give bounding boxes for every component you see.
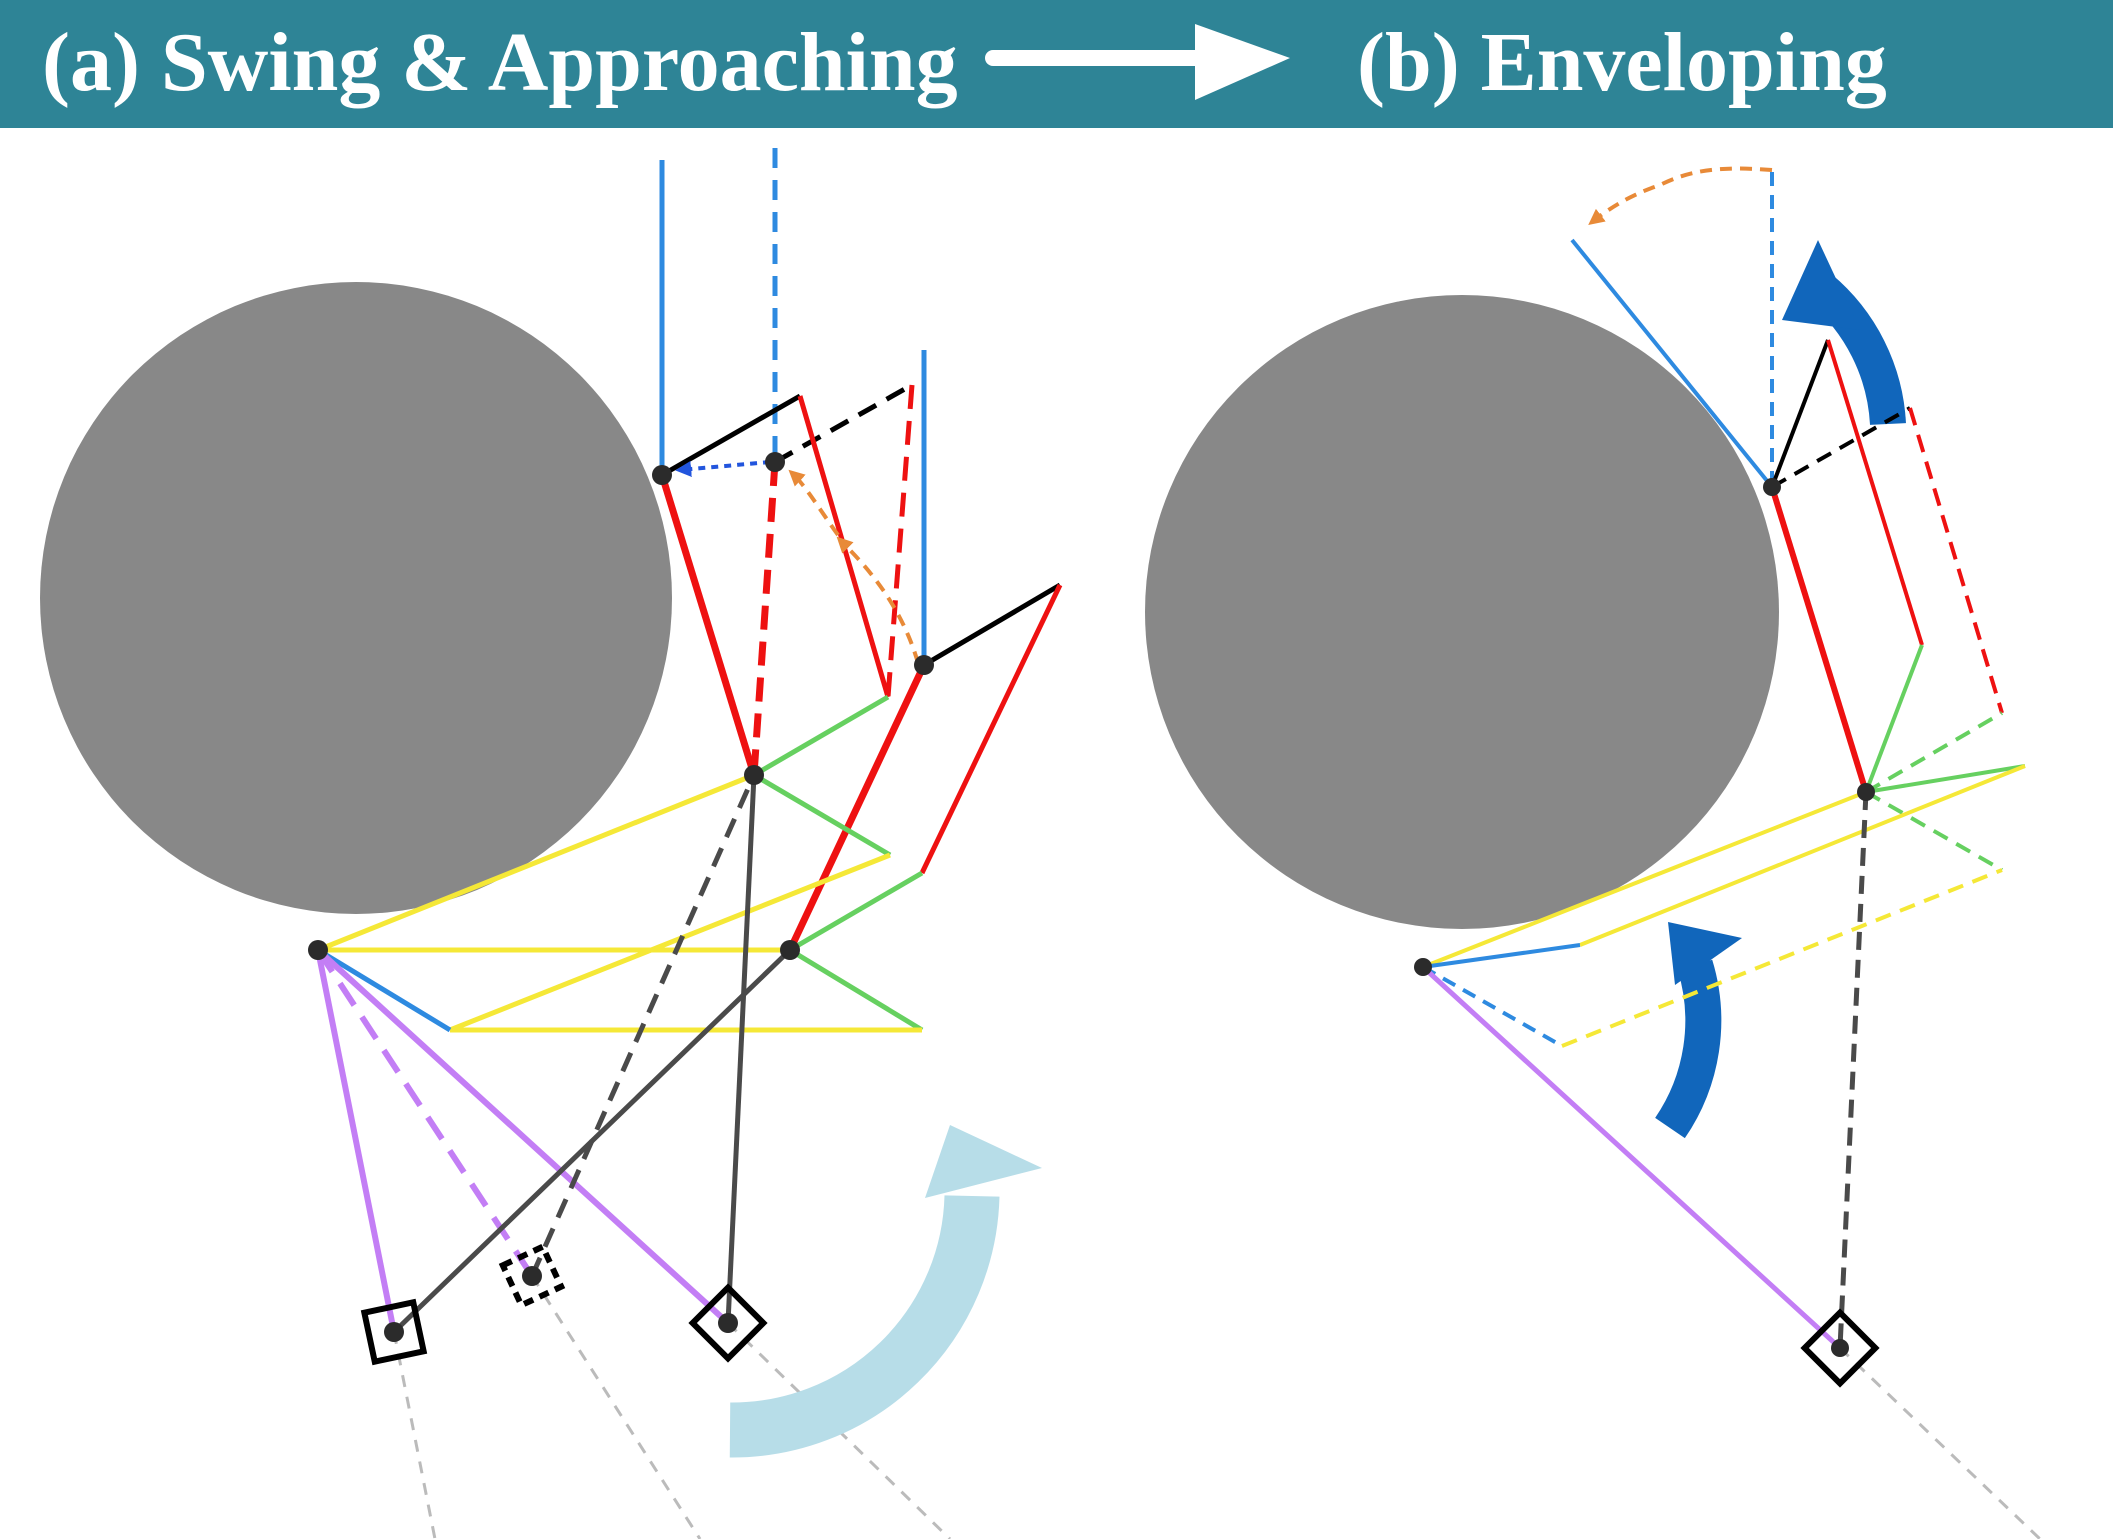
blue-short-link-a (316, 947, 452, 1033)
trajectories-a (675, 460, 920, 664)
purple-link-b (1421, 965, 1842, 1350)
guide-line-b (1838, 1346, 2042, 1539)
purple-links-a (315, 947, 731, 1333)
black-links-a (660, 382, 1062, 668)
green-links-b (1864, 644, 2026, 872)
panel-b-title: (b) Enveloping (1357, 16, 1887, 109)
joints-b (1414, 478, 1875, 1357)
yellow-links-a (317, 772, 922, 1033)
base-joints-a (360, 1242, 768, 1366)
panel-a-title: (a) Swing & Approaching (42, 16, 958, 109)
joints-a (308, 452, 934, 1342)
yellow-links-b (1422, 764, 2026, 1048)
black-links-b (1770, 339, 1911, 489)
blue-link-b (1570, 238, 1774, 489)
base-joint-b (1800, 1308, 1880, 1388)
panel-b (1145, 166, 2042, 1539)
right-arrow-icon (985, 24, 1290, 100)
rotate-arrow-lower (1654, 922, 1742, 1139)
blue-short-link-b-dashed (1422, 965, 1563, 1048)
red-links-a (658, 384, 1063, 952)
red-links-b (1769, 339, 2004, 793)
blue-short-link-b (1422, 943, 1581, 969)
header-banner: (a) Swing & Approaching (b) Enveloping (0, 0, 2113, 128)
dark-link-b (1837, 791, 1869, 1349)
target-object-b (1145, 295, 1779, 929)
swing-arrow (729, 1125, 1042, 1458)
panel-a (40, 148, 1063, 1539)
target-object-a (40, 282, 672, 914)
gripper-diagram (40, 148, 2042, 1539)
dark-links-a (392, 773, 792, 1334)
rotate-arrow-upper (1782, 240, 1906, 426)
vertical-blue-links-a (659, 148, 927, 665)
green-links-a (752, 694, 924, 1033)
trajectory-b (1588, 166, 1773, 225)
